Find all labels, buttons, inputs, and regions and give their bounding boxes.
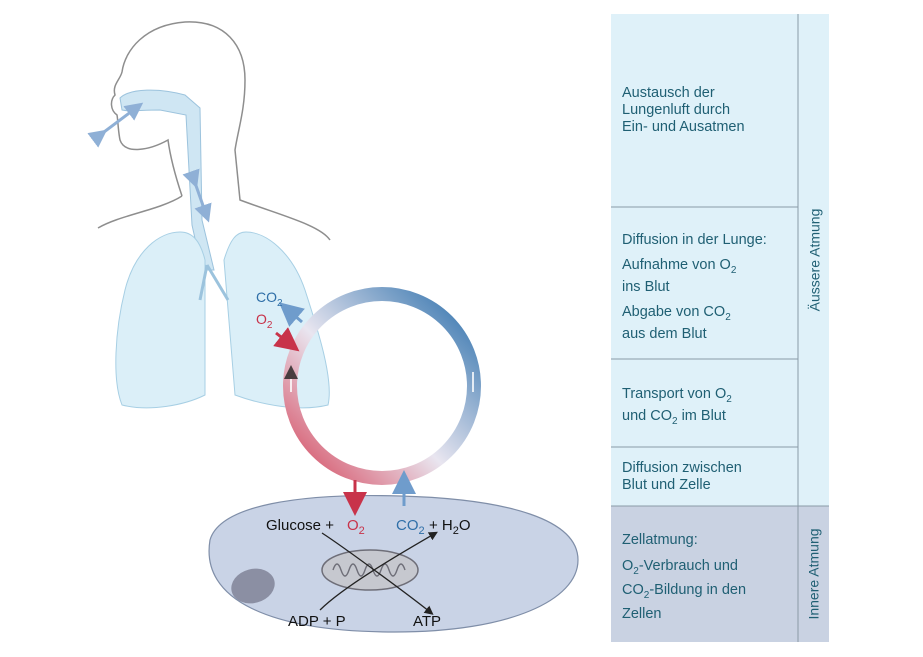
step5-line2: O2-Verbrauch und (622, 558, 738, 577)
mitochondrion (321, 549, 419, 591)
step2-release-line1: Abgabe von CO2 (622, 303, 731, 323)
step1-line3: Ein- und Ausatmen (622, 119, 745, 135)
reaction-arrow-to-co2 (319, 531, 438, 611)
outer-respiration-bg (611, 14, 829, 506)
mitochondrion-cristae (332, 563, 406, 577)
outer-respiration-label-box: Äussere Atmung (798, 14, 830, 506)
cell-co2-label: CO2 (396, 517, 425, 537)
trachea-airflow-arrow (182, 168, 212, 223)
step-lung-diffusion: Diffusion in der Lunge: Aufnahme von O2 … (612, 232, 800, 343)
cell-o2-label: O2 (347, 517, 365, 537)
step2-release-line2: aus dem Blut (622, 325, 707, 342)
step-blood-cell-diffusion: Diffusion zwischen Blut und Zelle (612, 460, 800, 494)
step-lung-ventilation: Austausch der Lungenluft durch Ein- und … (612, 85, 800, 136)
outer-respiration-label: Äussere Atmung (806, 208, 823, 312)
left-lung (115, 231, 206, 409)
right-lung (223, 231, 330, 409)
inner-respiration-bg (611, 506, 829, 642)
cell-glucose-label: Glucose + (266, 517, 334, 534)
shoulder-outline (97, 195, 183, 229)
nose-airflow-arrow (87, 102, 144, 148)
step3-line1: Transport von O2 (622, 386, 732, 405)
step4-line2: Blut und Zelle (622, 477, 711, 493)
reaction-arrow-to-atp (321, 532, 434, 615)
o2-uptake-arrow (273, 327, 300, 352)
step1-line1: Austausch der (622, 85, 715, 101)
lung-o2-label: O2 (256, 311, 273, 331)
step5-line1: Zellatmung: (622, 532, 698, 548)
step5-line3: CO2-Bildung in den (622, 581, 747, 601)
lung-co2-label: CO2 (256, 289, 283, 309)
step2-heading: Diffusion in der Lunge: (622, 232, 767, 248)
cell-h2o-label: + H2O (429, 517, 471, 537)
body-outline (110, 21, 331, 241)
step2-uptake-line1: Aufnahme von O2 (622, 257, 737, 276)
inner-respiration-label-box: Innere Atmung (798, 506, 830, 642)
step2-uptake-line2: ins Blut (622, 278, 670, 295)
bronchi (198, 264, 230, 301)
step-cell-respiration: Zellatmung: O2-Verbrauch und CO2-Bildung… (612, 531, 800, 624)
inner-respiration-label: Innere Atmung (806, 528, 822, 620)
co2-exhale-arrow (278, 302, 305, 327)
step5-line4: Zellen (622, 605, 662, 622)
cell-atp-label: ATP (413, 613, 441, 630)
cell-adp-label: ADP + P (288, 613, 346, 630)
step3-line2: und CO2 im Blut (622, 407, 726, 427)
step-blood-transport: Transport von O2 und CO2 im Blut (612, 386, 800, 430)
step4-line1: Diffusion zwischen (622, 460, 742, 476)
step1-line2: Lungenluft durch (622, 102, 731, 118)
cell-nucleus (231, 568, 275, 604)
